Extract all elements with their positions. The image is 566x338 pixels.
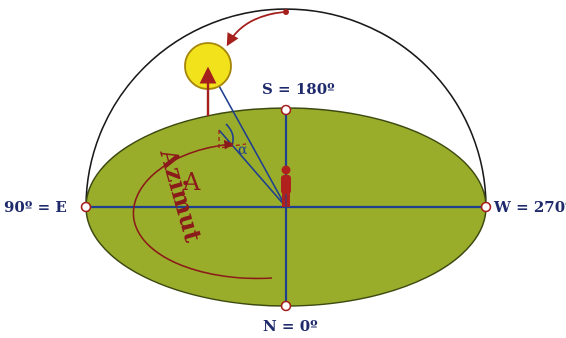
south-label: S = 180º (262, 80, 335, 98)
south-marker (280, 104, 292, 116)
north-label: N = 0º (263, 317, 318, 335)
azimuth-symbol: A (182, 168, 201, 196)
east-label: 90º = E (4, 198, 67, 216)
altitude-label: α (238, 142, 248, 158)
north-marker (280, 300, 292, 312)
east-marker (80, 201, 92, 213)
azimuth-projection-line (218, 130, 247, 149)
sun-line-of-sight (207, 65, 287, 208)
observer-figure (281, 165, 291, 207)
sun-path-arrow (226, 11, 285, 47)
west-label: W = 270º (493, 198, 566, 216)
west-marker (480, 201, 492, 213)
sun-path-start-dot (283, 9, 289, 15)
azimuth-arc (132, 139, 273, 280)
